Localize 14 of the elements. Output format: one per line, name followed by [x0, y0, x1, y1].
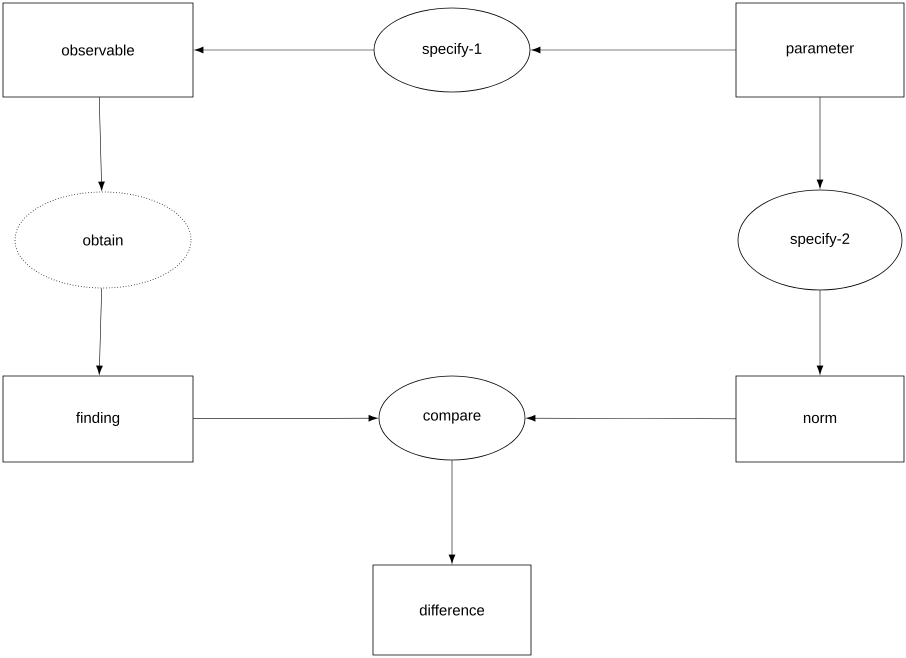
arrow — [816, 290, 824, 375]
process-box: finding — [2, 376, 194, 462]
process-box: parameter — [736, 2, 904, 98]
arrow — [193, 414, 378, 422]
arrow — [448, 460, 456, 564]
process-box: difference — [372, 564, 532, 656]
arrow — [96, 288, 103, 375]
arrow — [816, 97, 824, 189]
arrow — [98, 97, 105, 191]
process-box: norm — [736, 376, 904, 462]
process-box: observable — [2, 2, 194, 98]
arrow — [531, 46, 736, 54]
arrow — [526, 414, 736, 422]
arrow — [194, 46, 374, 54]
